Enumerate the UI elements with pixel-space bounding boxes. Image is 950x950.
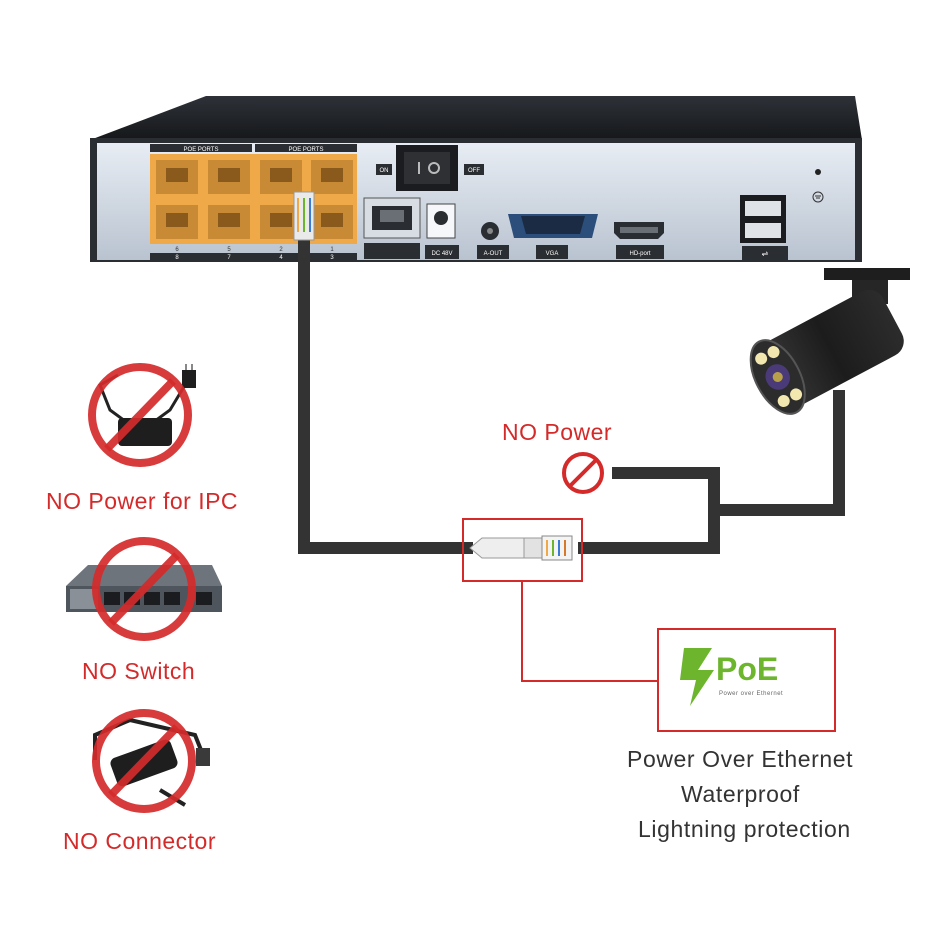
port-number: 4 bbox=[279, 255, 283, 261]
poe-ports: POE PORTS POE PORTS 6 bbox=[150, 144, 357, 261]
switch-off-label: OFF bbox=[468, 168, 480, 174]
audio-out-jack: A-OUT bbox=[477, 222, 509, 259]
port-number: 2 bbox=[279, 247, 283, 253]
usb-ports: ⇌ bbox=[740, 195, 788, 260]
prohibited-label: NO Connector bbox=[63, 828, 217, 854]
port-number: 3 bbox=[330, 255, 334, 261]
hdmi-port: HD-port bbox=[614, 222, 664, 259]
camera-mount bbox=[824, 268, 910, 280]
camera-led bbox=[777, 395, 790, 408]
feature-text: Power Over Ethernet bbox=[627, 746, 854, 772]
vga-label: VGA bbox=[546, 251, 559, 257]
port-number: 8 bbox=[175, 255, 179, 261]
switch-on-label-bg bbox=[376, 164, 392, 175]
poe-label-right: POE PORTS bbox=[289, 147, 324, 153]
feature-text: Lightning protection bbox=[638, 816, 851, 842]
camera-led bbox=[790, 388, 803, 401]
port-number: 5 bbox=[227, 247, 231, 253]
network-cables bbox=[298, 240, 845, 554]
nvr-top-cover bbox=[90, 96, 862, 140]
poe-badge-title: PoE bbox=[716, 651, 778, 687]
nvr-cable bbox=[298, 240, 473, 554]
camera-led bbox=[755, 352, 768, 365]
poe-label-left: POE PORTS bbox=[184, 147, 219, 153]
power-adapter-icon bbox=[88, 363, 196, 467]
network-switch-icon bbox=[66, 537, 222, 641]
prohibited-label: NO Power for IPC bbox=[46, 488, 239, 514]
no-power-caption: NO Power bbox=[502, 419, 613, 445]
rj45-connector bbox=[462, 518, 583, 582]
audio-label: A-OUT bbox=[484, 251, 503, 257]
switch-off-label-bg bbox=[464, 164, 484, 175]
camera-cable bbox=[714, 390, 845, 516]
poe-label-bar-left bbox=[150, 144, 252, 152]
vga-port: VGA bbox=[508, 214, 598, 259]
dc-power-jack: DC 48V bbox=[425, 203, 459, 259]
power-switch: ON OFF bbox=[376, 145, 484, 191]
port-number: 7 bbox=[227, 255, 231, 261]
lightning-icon bbox=[680, 648, 714, 706]
prohibited-label: NO Switch bbox=[82, 658, 196, 684]
port-number: 6 bbox=[175, 247, 179, 253]
nvr-recorder: POE PORTS POE PORTS 6 bbox=[90, 96, 862, 262]
usb-icon: ⇌ bbox=[762, 249, 769, 258]
poe-label-bar-right bbox=[255, 144, 357, 152]
poe-splitter-icon bbox=[92, 709, 210, 813]
ground-icon bbox=[812, 191, 824, 203]
connector-callout-line bbox=[521, 581, 657, 682]
port-number-bar bbox=[150, 253, 357, 260]
rj45-plug-in-port bbox=[293, 191, 315, 241]
hdmi-label: HD-port bbox=[629, 251, 650, 257]
port-number: 1 bbox=[330, 247, 334, 253]
dc-label: DC 48V bbox=[431, 251, 452, 257]
switch-on-label: ON bbox=[380, 168, 389, 174]
lan-port bbox=[363, 197, 421, 259]
no-power-prohibit-icon bbox=[562, 452, 604, 494]
camera-led bbox=[767, 346, 780, 359]
bullet-camera bbox=[749, 268, 910, 415]
poe-badge: PoE Power over Ethernet bbox=[657, 628, 836, 732]
poe-badge-subtitle: Power over Ethernet bbox=[719, 691, 783, 697]
feature-text: Waterproof bbox=[681, 781, 800, 807]
reset-button bbox=[815, 169, 821, 175]
